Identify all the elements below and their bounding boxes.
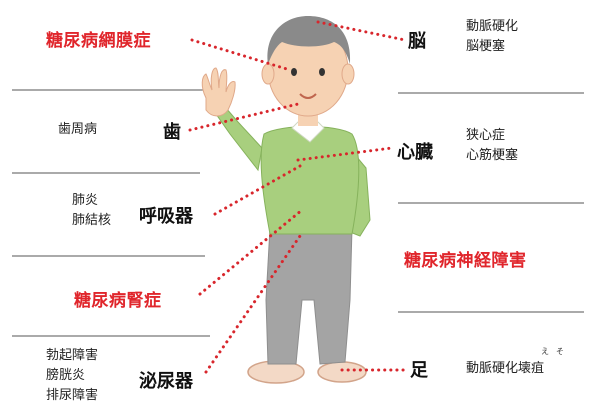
leader-retinopathy: [190, 38, 292, 72]
leader-heart: [296, 146, 394, 162]
condition-item: 動脈硬化: [466, 19, 519, 34]
furigana-so: そ: [556, 347, 564, 356]
condition-item: 肺炎: [72, 193, 99, 208]
heart-conditions: 狭心症 心筋梗塞: [466, 126, 518, 166]
organ-teeth: 歯: [163, 122, 181, 143]
left-ear: [261, 63, 275, 85]
raised-arm: [215, 107, 263, 172]
condition-item: 心筋梗塞: [466, 148, 519, 163]
organ-heart: 心臓: [397, 142, 433, 163]
furigana-e: え: [541, 347, 549, 356]
leader-lines: [188, 20, 407, 374]
label-retinopathy: 糖尿病網膜症: [46, 31, 151, 51]
label-nephropathy: 糖尿病腎症: [74, 291, 162, 311]
person-figure: [201, 16, 371, 384]
leader-brain: [316, 20, 407, 42]
right-shoe: [317, 361, 367, 383]
foot-conditions: 動脈硬化壊疽: [466, 361, 545, 376]
organ-foot: 足: [410, 360, 428, 381]
leader-teeth: [188, 102, 300, 132]
mouth: [299, 93, 317, 99]
condition-item: 歯周病: [58, 122, 98, 137]
condition-item: 狭心症: [466, 128, 506, 143]
condition-item: 膀胱炎: [46, 368, 86, 383]
pants: [265, 227, 353, 365]
hair: [267, 16, 351, 64]
teeth-conditions: 歯周病: [58, 120, 97, 140]
sweater: [260, 126, 360, 235]
leader-nephropathy: [198, 208, 304, 296]
organ-urinary: 泌尿器: [139, 371, 193, 392]
right-ear: [341, 63, 355, 85]
condition-item: 排尿障害: [46, 388, 99, 403]
urinary-conditions: 勃起障害 膀胱炎 排尿障害: [46, 346, 98, 406]
respiratory-conditions: 肺炎 肺結核: [72, 191, 111, 231]
brain-conditions: 動脈硬化 脳梗塞: [466, 17, 518, 57]
divider-lines: [12, 89, 584, 337]
condition-item: 肺結核: [72, 213, 112, 228]
condition-item: 勃起障害: [46, 348, 99, 363]
left-eye: [291, 68, 297, 76]
right-eye: [319, 68, 325, 76]
leader-respiratory: [213, 164, 302, 216]
shirt-collar: [291, 121, 325, 143]
label-neuropathy: 糖尿病神経障害: [404, 251, 527, 271]
raised-hand: [201, 67, 236, 117]
condition-item: 脳梗塞: [466, 39, 506, 54]
organ-respiratory: 呼吸器: [139, 206, 193, 227]
organ-brain: 脳: [408, 31, 426, 52]
